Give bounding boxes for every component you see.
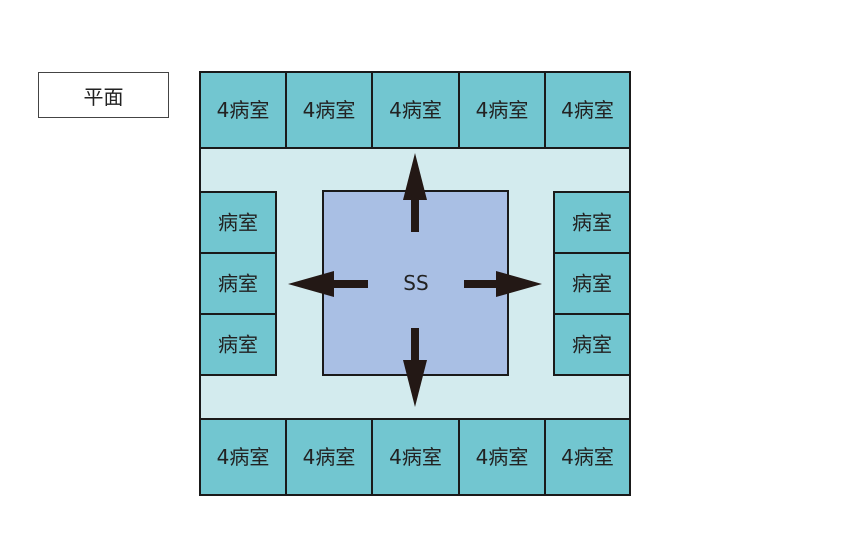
arrow-down-icon — [403, 328, 427, 407]
room-right-3-label: 病室 — [572, 333, 612, 357]
rooms-top-row: 4病室 4病室 4病室 4病室 4病室 — [199, 71, 631, 149]
room-bottom-4 — [458, 418, 546, 496]
room-left-3 — [199, 313, 277, 376]
room-right-2 — [553, 252, 631, 315]
room-bottom-5-label: 4病室 — [561, 445, 614, 469]
room-top-4-label: 4病室 — [476, 98, 529, 122]
room-bottom-1-label: 4病室 — [217, 445, 270, 469]
room-top-2-label: 4病室 — [303, 98, 356, 122]
plan-label: 平面 — [38, 72, 169, 118]
nurse-station-label: SS — [403, 271, 428, 295]
room-top-1-label: 4病室 — [217, 98, 270, 122]
room-top-1 — [199, 71, 287, 149]
room-top-5 — [544, 71, 631, 149]
arrow-left-icon — [288, 271, 368, 297]
room-bottom-2-label: 4病室 — [303, 445, 356, 469]
room-right-1 — [553, 191, 631, 254]
room-right-1-label: 病室 — [572, 211, 612, 235]
room-left-1-label: 病室 — [218, 211, 258, 235]
room-bottom-1 — [199, 418, 287, 496]
room-bottom-5 — [544, 418, 631, 496]
room-right-3 — [553, 313, 631, 376]
room-right-2-label: 病室 — [572, 272, 612, 296]
room-bottom-4-label: 4病室 — [476, 445, 529, 469]
room-left-2-label: 病室 — [218, 272, 258, 296]
rooms-bottom-row: 4病室 4病室 4病室 4病室 4病室 — [199, 418, 631, 496]
room-left-3-label: 病室 — [218, 333, 258, 357]
room-top-3 — [371, 71, 460, 149]
room-top-4 — [458, 71, 546, 149]
arrows — [288, 153, 542, 407]
room-top-5-label: 4病室 — [561, 98, 614, 122]
arrow-right-icon — [464, 271, 542, 297]
room-left-1 — [199, 191, 277, 254]
room-bottom-3 — [371, 418, 460, 496]
arrow-up-icon — [403, 153, 427, 232]
room-top-3-label: 4病室 — [389, 98, 442, 122]
room-bottom-3-label: 4病室 — [389, 445, 442, 469]
